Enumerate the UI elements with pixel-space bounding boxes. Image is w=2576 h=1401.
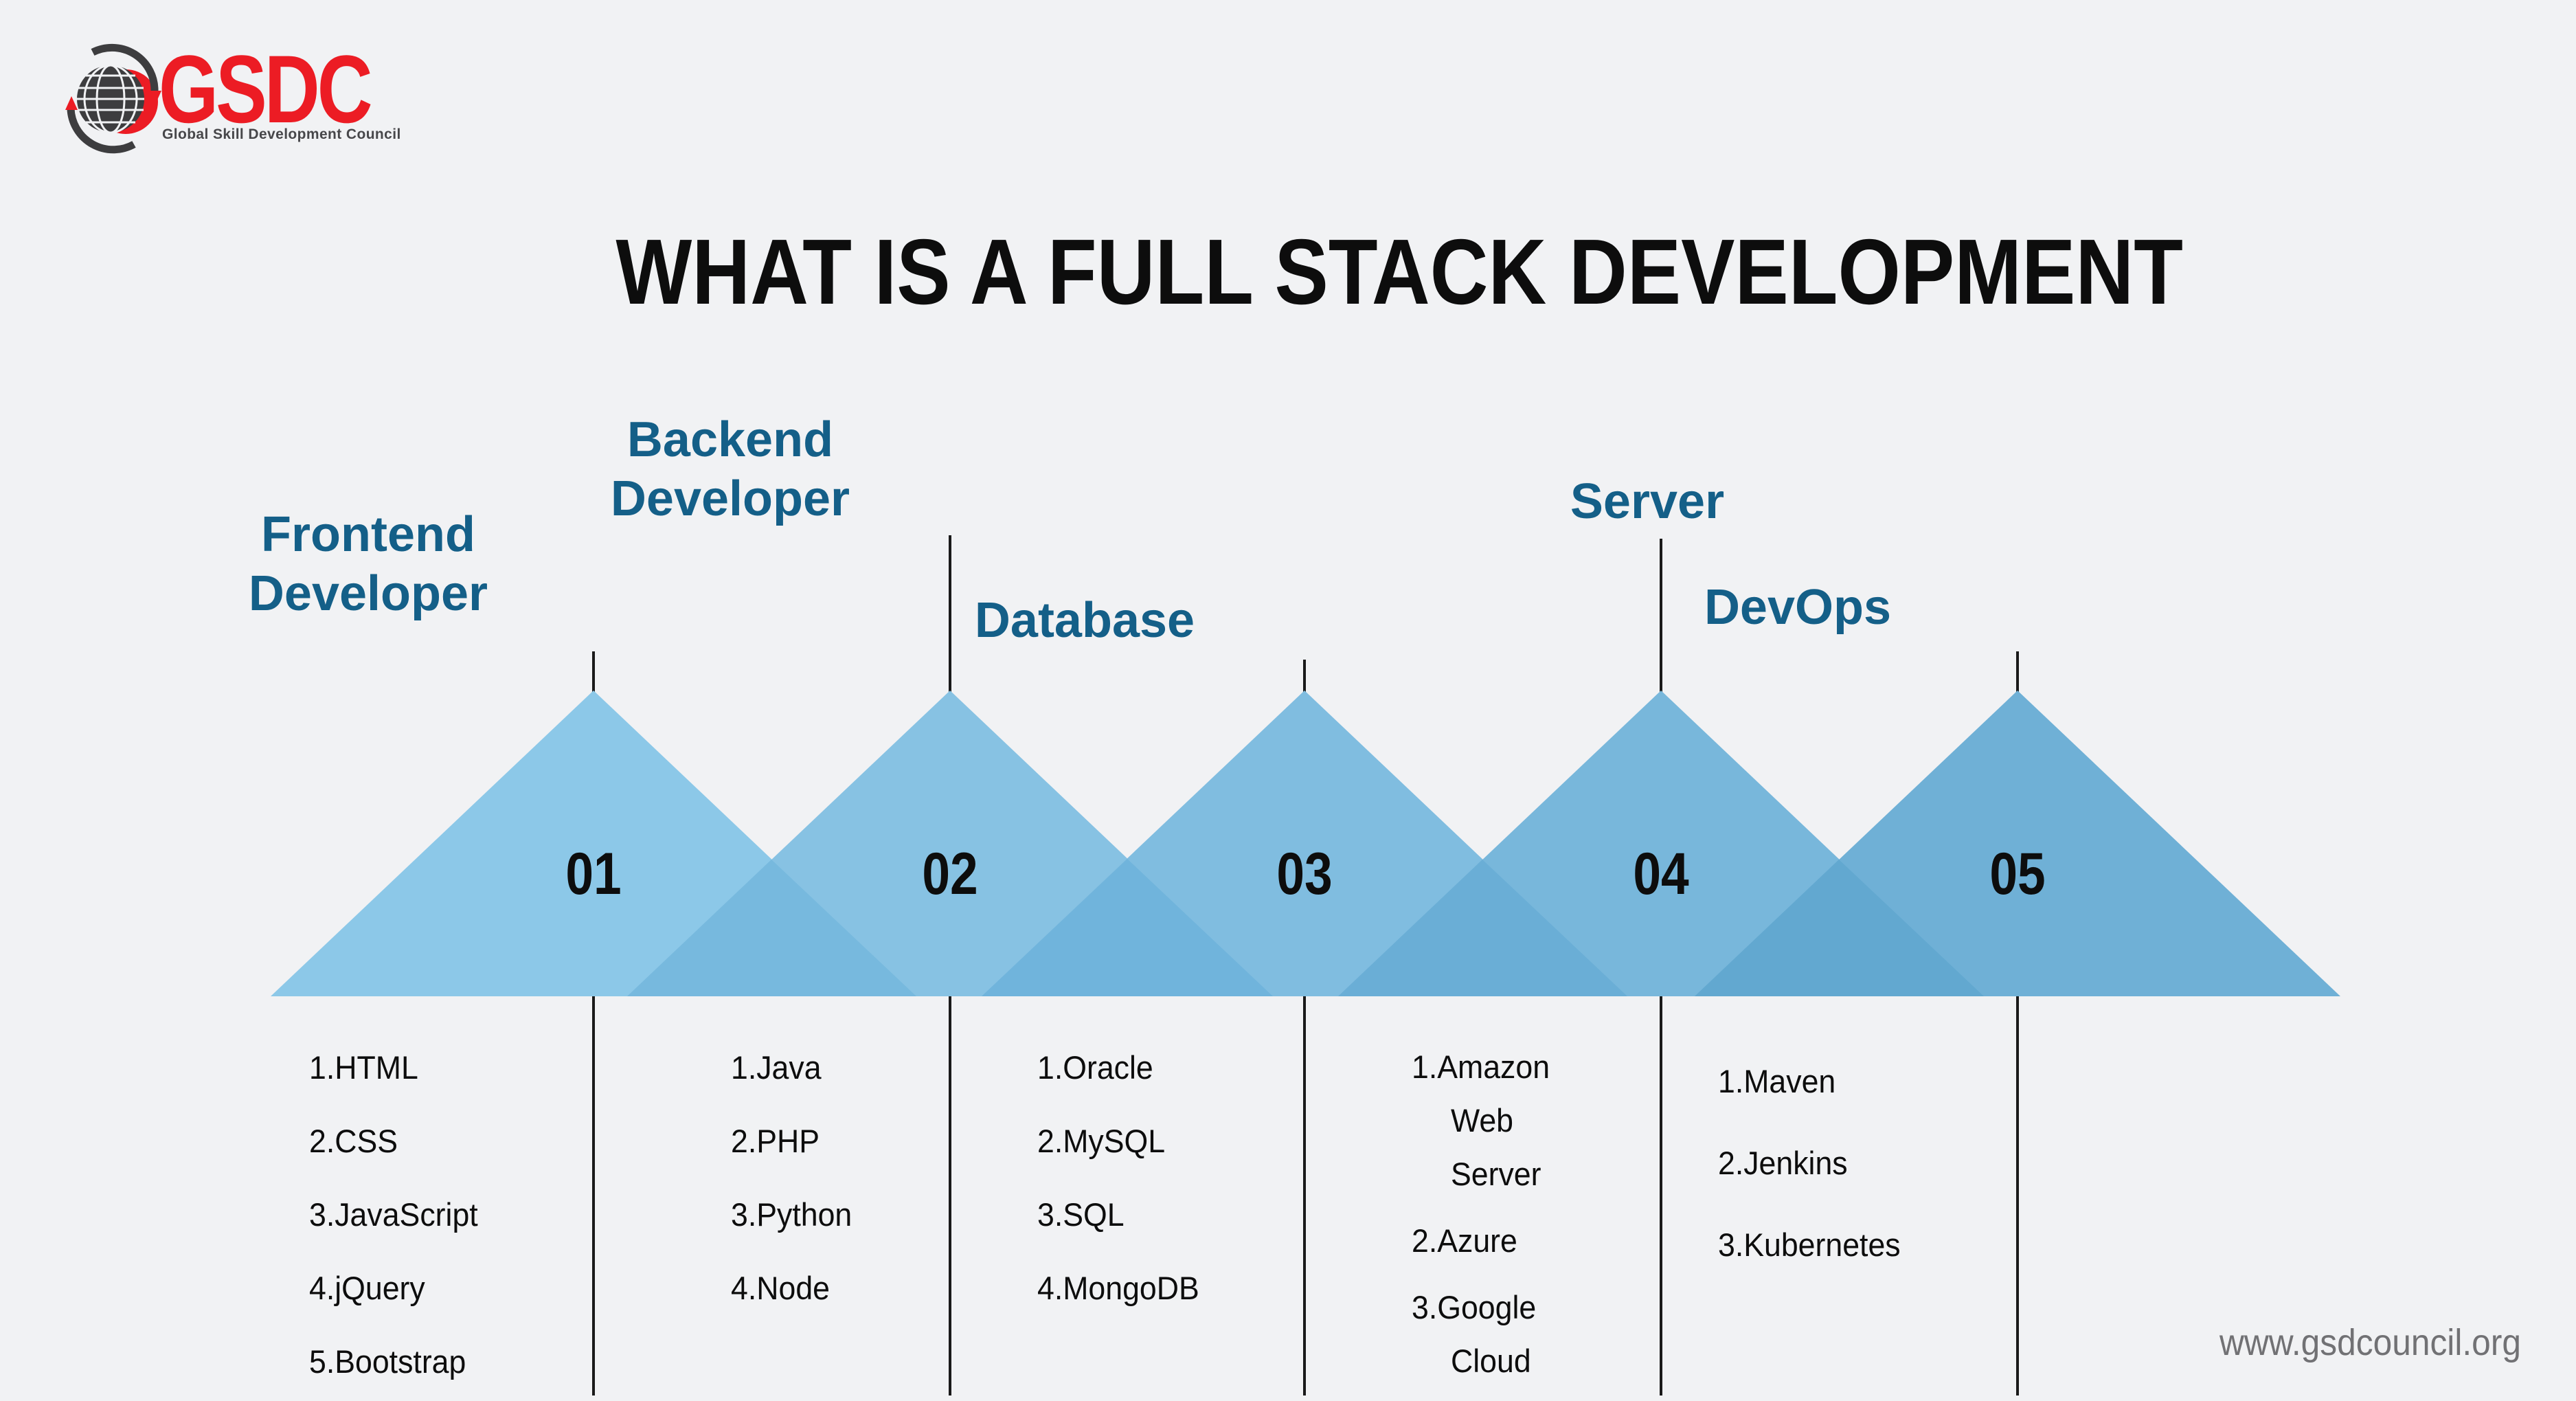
list-item: 2.CSS — [309, 1123, 398, 1159]
column-divider — [2016, 996, 2019, 1396]
gsdc-logo: GSDC Global Skill Development Council — [65, 40, 491, 157]
connector-line — [949, 535, 951, 693]
list-item: 4.jQuery — [309, 1270, 425, 1306]
step-number-01: 01 — [565, 841, 622, 907]
connector-line — [1303, 660, 1306, 693]
globe-icon — [65, 43, 161, 154]
website-url: www.gsdcouncil.org — [2219, 1322, 2521, 1363]
list-item: 2.MySQL — [1037, 1123, 1166, 1159]
triangle-overlap-4-5 — [1695, 860, 1984, 996]
list-item: 3.JavaScript — [309, 1196, 478, 1233]
database-tech-list: 1.Oracle 2.MySQL 3.SQL 4.MongoDB — [1037, 1031, 1272, 1325]
logo-wordmark: GSDC — [159, 35, 373, 143]
list-item: 4.MongoDB — [1037, 1270, 1199, 1306]
list-item: 3.Kubernetes — [1718, 1226, 1901, 1263]
triangle-overlap-3-4 — [1338, 860, 1627, 996]
step-number-02: 02 — [922, 841, 978, 907]
logo-tagline: Global Skill Development Council — [162, 126, 401, 142]
step-label-frontend-developer: Frontend Developer — [248, 507, 488, 621]
step-number-04: 04 — [1633, 841, 1689, 907]
list-item: 1.Maven — [1718, 1063, 1836, 1099]
connector-line — [2016, 651, 2019, 693]
list-item: 2.PHP — [731, 1123, 820, 1159]
list-item: 2.Jenkins — [1718, 1145, 1848, 1181]
column-divider — [1660, 996, 1662, 1396]
page-title: WHAT IS A FULL STACK DEVELOPMENT — [615, 220, 2183, 324]
list-item: 1.HTML — [309, 1049, 418, 1086]
list-item: 3.Python — [731, 1196, 852, 1233]
connector-line — [1660, 539, 1662, 693]
step-number-05: 05 — [1989, 841, 2046, 907]
list-item: 4.Node — [731, 1270, 830, 1306]
list-item: 5.Bootstrap — [309, 1343, 466, 1380]
backend-tech-list: 1.Java 2.PHP 3.Python 4.Node — [731, 1031, 927, 1325]
step-number-03: 03 — [1276, 841, 1333, 907]
devops-tech-list: 1.Maven 2.Jenkins 3.Kubernetes — [1718, 1040, 1986, 1286]
list-item: 2.Azure — [1412, 1222, 1517, 1259]
column-divider — [949, 996, 951, 1396]
list-item: 3.Google Cloud — [1412, 1289, 1537, 1379]
column-divider — [1303, 996, 1306, 1396]
frontend-tech-list: 1.HTML 2.CSS 3.JavaScript 4.jQuery 5.Bootstr… — [309, 1031, 564, 1398]
list-item: 3.SQL — [1037, 1196, 1125, 1233]
triangle-overlap-1-2 — [627, 860, 916, 996]
triangle-overlap-2-3 — [982, 859, 1273, 996]
connector-line — [592, 651, 595, 693]
step-label-devops: DevOps — [1704, 580, 1892, 635]
column-divider — [592, 996, 595, 1396]
step-label-backend-developer: Backend Developer — [610, 412, 850, 526]
list-item: 1.Java — [731, 1049, 822, 1086]
step-label-database: Database — [974, 593, 1195, 648]
step-label-server: Server — [1570, 474, 1725, 529]
list-item: 1.Oracle — [1037, 1049, 1153, 1086]
list-item: 1.Amazon Web Server — [1412, 1049, 1550, 1192]
server-tech-list: 1.Amazon Web Server 2.Azure 3.Google Cloud — [1412, 1040, 1583, 1401]
